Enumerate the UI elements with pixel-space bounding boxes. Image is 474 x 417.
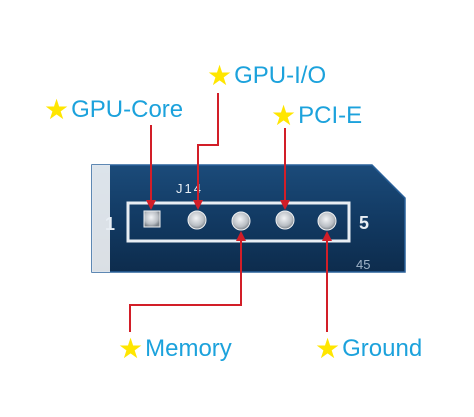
ground-label: Ground [342,335,423,362]
pci-e-arrowhead [280,200,290,210]
pci-e-label: PCI-E [298,102,363,129]
pci-e-callout: ★ PCI-E [271,102,362,130]
pin-5 [317,211,337,231]
pin-1-label: 1 [105,214,115,234]
gpu-io-callout: ★ GPU-I/O [207,62,326,90]
memory-arrowhead [236,231,246,241]
gpu-io-label: GPU-I/O [234,62,327,89]
memory-leader-line [129,236,242,332]
corner-silk-marks: 45 [356,257,370,272]
memory-label: Memory [145,335,232,362]
board-left-fade [92,165,110,272]
pin-4 [275,210,295,230]
ground-callout: ★ Ground [315,335,422,363]
header-reference-label: J14 [176,181,203,196]
star-icon: ★ [207,60,233,91]
star-icon: ★ [315,333,341,364]
gpu-io-leader-line [197,93,219,205]
gpu-core-arrowhead [146,200,156,210]
star-icon: ★ [44,94,70,125]
pin-5-label: 5 [359,213,369,233]
star-icon: ★ [271,100,297,131]
pin-2 [187,210,207,230]
star-icon: ★ [118,333,144,364]
gpu-core-callout: ★ GPU-Core [44,96,183,124]
gpu-core-label: GPU-Core [71,96,184,123]
memory-callout: ★ Memory [118,335,232,363]
pin-1-square-pad [143,210,161,228]
pin-3 [231,211,251,231]
ground-arrowhead [322,231,332,241]
gpu-io-arrowhead [193,200,203,210]
